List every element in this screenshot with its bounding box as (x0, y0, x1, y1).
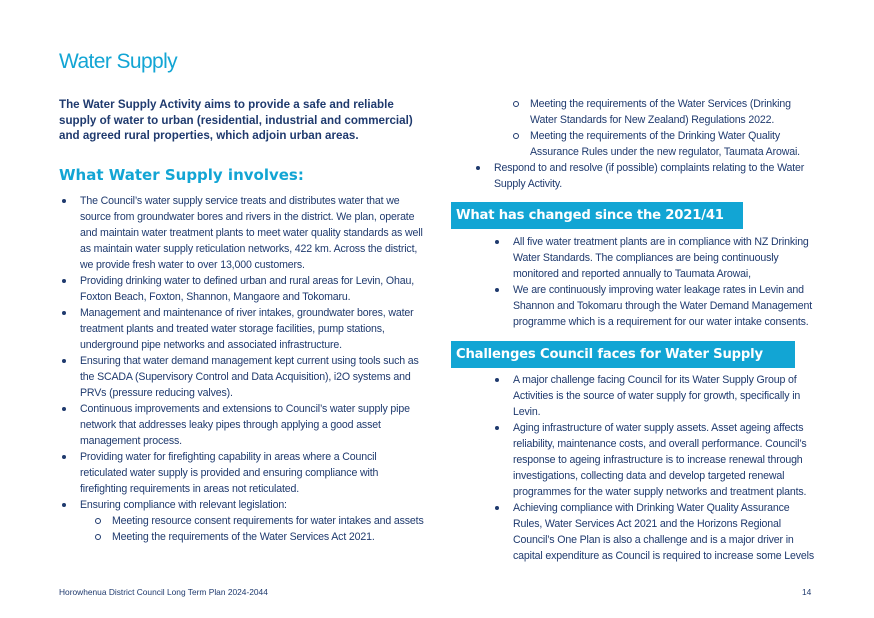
involves-heading: What Water Supply involves: (59, 166, 304, 184)
list-item: A major challenge facing Council for its… (492, 372, 817, 420)
list-item: Providing drinking water to defined urba… (59, 273, 424, 305)
list-item: Achieving compliance with Drinking Water… (492, 500, 817, 564)
list-item: All five water treatment plants are in c… (492, 234, 817, 282)
challenges-list: A major challenge facing Council for its… (492, 372, 817, 564)
sub-list-item: Meeting the requirements of the Water Se… (513, 96, 813, 128)
list-item: Ensuring compliance with relevant legisl… (59, 497, 424, 513)
list-item: Management and maintenance of river inta… (59, 305, 424, 353)
sub-list-item: Meeting the requirements of the Water Se… (95, 529, 424, 545)
involves-list-continued: Respond to and resolve (if possible) com… (473, 160, 818, 192)
footer-document-name: Horowhenua District Council Long Term Pl… (59, 587, 268, 597)
list-item: We are continuously improving water leak… (492, 282, 817, 330)
footer-page-number: 14 (802, 587, 812, 597)
involves-list: The Council’s water supply service treat… (59, 193, 424, 545)
legislation-sublist-continued: Meeting the requirements of the Water Se… (513, 96, 813, 160)
list-item: Aging infrastructure of water supply ass… (492, 420, 817, 500)
list-item: Ensuring that water demand management ke… (59, 353, 424, 401)
page-title: Water Supply (59, 50, 178, 73)
changed-list: All five water treatment plants are in c… (492, 234, 817, 330)
list-item: Respond to and resolve (if possible) com… (473, 160, 818, 192)
changed-heading-bar: What has changed since the 2021/41 LTP? (451, 202, 743, 250)
list-item: Continuous improvements and extensions t… (59, 401, 424, 449)
list-item: The Council’s water supply service treat… (59, 193, 424, 273)
list-item: Providing water for firefighting capabil… (59, 449, 424, 497)
sub-list-item: Meeting resource consent requirements fo… (95, 513, 424, 529)
sub-list-item: Meeting the requirements of the Drinking… (513, 128, 813, 160)
intro-paragraph: The Water Supply Activity aims to provid… (59, 98, 413, 142)
challenges-heading-bar: Challenges Council faces for Water Suppl… (451, 341, 795, 389)
legislation-sublist: Meeting resource consent requirements fo… (95, 513, 424, 545)
